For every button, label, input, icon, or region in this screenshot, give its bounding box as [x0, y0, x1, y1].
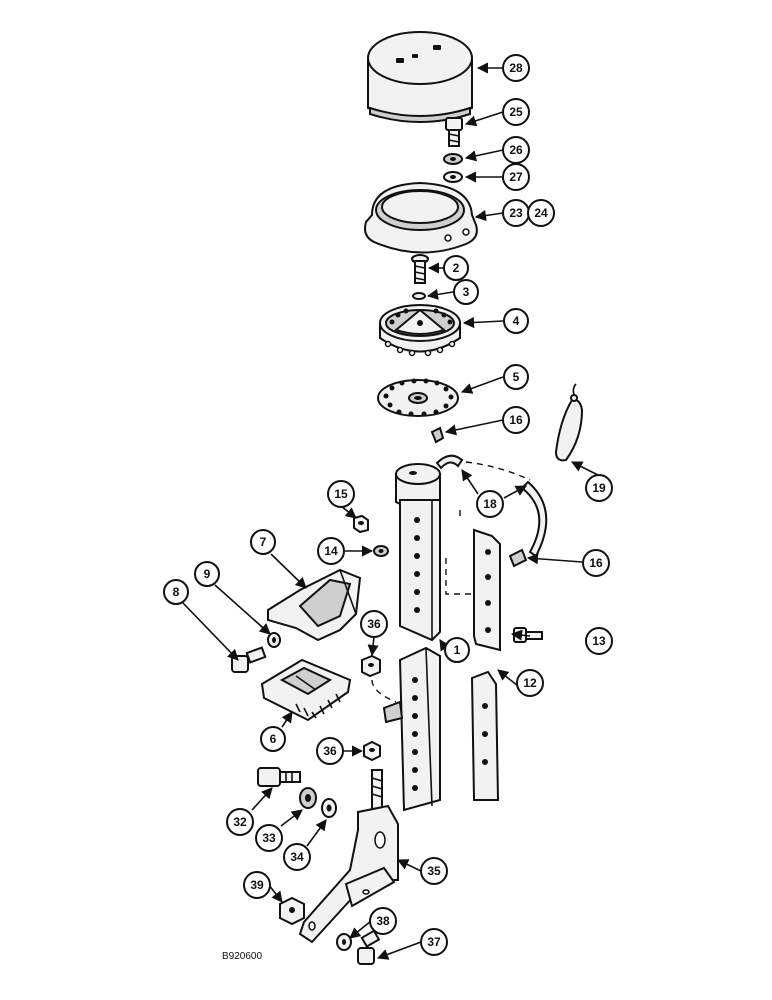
part-25-bolt — [445, 117, 463, 147]
part-3-washer — [412, 292, 426, 300]
callout-35: 35 — [420, 857, 448, 885]
callout-9: 9 — [194, 561, 220, 587]
callout-28: 28 — [502, 54, 530, 82]
part-5-seed-disc — [377, 378, 459, 417]
reference-code: B920600 — [222, 951, 262, 962]
callout-1: 1 — [444, 637, 470, 663]
part-36-nut-upper — [361, 654, 397, 703]
callout-label: 15 — [334, 487, 348, 501]
callout-5: 5 — [503, 364, 529, 390]
callout-label: 16 — [589, 556, 603, 570]
callout-label: 13 — [592, 634, 606, 648]
part-38-washer — [336, 933, 352, 951]
callout-34: 34 — [283, 843, 311, 871]
part-14-lockwasher — [373, 545, 389, 557]
callout-33: 33 — [255, 824, 283, 852]
part-34-washer — [321, 798, 337, 818]
part-37-bolt — [357, 929, 381, 965]
callout-23: 23 — [502, 199, 530, 227]
callout-label: 12 — [523, 676, 537, 690]
callout-15: 15 — [327, 480, 355, 508]
callout-18: 18 — [476, 490, 504, 518]
callout-3: 3 — [453, 279, 479, 305]
part-15-nut — [353, 514, 369, 534]
callout-label: 33 — [262, 831, 276, 845]
callout-label: 35 — [427, 864, 441, 878]
callout-8: 8 — [163, 579, 189, 605]
part-1-shank-lower — [382, 646, 441, 812]
part-27-washer — [443, 171, 463, 183]
part-2-screw — [411, 254, 429, 284]
part-16-fitting-side — [508, 548, 528, 568]
callout-38: 38 — [369, 907, 397, 935]
callout-25: 25 — [502, 98, 530, 126]
callout-36-lower: 36 — [316, 737, 344, 765]
part-6-pad — [260, 658, 352, 722]
callout-label: 34 — [290, 850, 304, 864]
part-4-plate-housing — [379, 304, 461, 357]
callout-label: 3 — [463, 285, 470, 299]
part-32-bolt — [257, 767, 301, 787]
callout-19: 19 — [585, 474, 613, 502]
callout-39: 39 — [243, 871, 271, 899]
callout-label: 5 — [513, 370, 520, 384]
callout-16-side: 16 — [582, 549, 610, 577]
callout-26: 26 — [502, 136, 530, 164]
callout-label: 23 — [509, 206, 523, 220]
callout-32: 32 — [226, 808, 254, 836]
callout-4: 4 — [503, 308, 529, 334]
callout-label: 25 — [509, 105, 523, 119]
callout-2: 2 — [443, 255, 469, 281]
callout-label: 36 — [323, 744, 337, 758]
part-36-nut-lower — [363, 740, 381, 762]
callout-label: 24 — [534, 206, 548, 220]
callout-label: 28 — [509, 61, 523, 75]
callout-label: 6 — [270, 732, 277, 746]
part-12-plate-lower — [470, 670, 500, 801]
callout-12: 12 — [516, 669, 544, 697]
callout-label: 7 — [260, 535, 267, 549]
callout-16-top: 16 — [502, 406, 530, 434]
callout-label: 37 — [427, 935, 441, 949]
part-9-washer — [267, 632, 281, 648]
callout-14: 14 — [317, 537, 345, 565]
callout-37: 37 — [420, 928, 448, 956]
callout-6: 6 — [260, 726, 286, 752]
callout-7: 7 — [250, 529, 276, 555]
part-28-cover — [367, 31, 473, 123]
callout-label: 4 — [513, 314, 520, 328]
part-16-fitting-top — [430, 426, 445, 444]
part-35-bracket — [298, 769, 399, 944]
part-33-lockwasher — [299, 787, 317, 809]
callout-label: 1 — [454, 643, 461, 657]
callout-label: 18 — [483, 497, 497, 511]
callout-27: 27 — [502, 163, 530, 191]
callout-13: 13 — [585, 627, 613, 655]
callout-label: 32 — [233, 815, 247, 829]
callout-label: 38 — [376, 914, 390, 928]
part-12-plate-upper — [473, 528, 501, 652]
part-7-seed-boot — [267, 568, 362, 642]
callout-label: 39 — [250, 878, 264, 892]
callout-label: 8 — [173, 585, 180, 599]
part-23-24-ring — [364, 181, 478, 254]
callout-label: 9 — [204, 567, 211, 581]
callout-label: 27 — [509, 170, 523, 184]
callout-label: 16 — [509, 413, 523, 427]
callout-label: 36 — [367, 617, 381, 631]
callout-36-upper: 36 — [360, 610, 388, 638]
part-26-lockwasher — [443, 153, 463, 165]
callout-label: 14 — [324, 544, 338, 558]
part-1-shank-upper — [399, 499, 476, 642]
part-39-nut — [279, 896, 305, 926]
part-19-strap — [554, 383, 584, 462]
callout-label: 26 — [509, 143, 523, 157]
callout-label: 2 — [453, 261, 460, 275]
callout-label: 19 — [592, 481, 606, 495]
callout-24: 24 — [527, 199, 555, 227]
